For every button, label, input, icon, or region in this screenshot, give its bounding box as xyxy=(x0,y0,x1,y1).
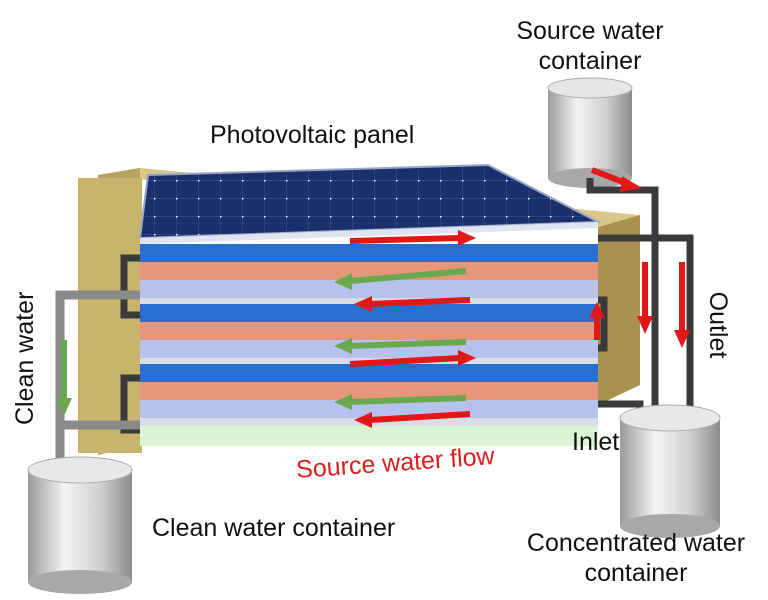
concentrated-label-line1: Concentrated water xyxy=(526,529,746,557)
clean-water-container-label: Clean water container xyxy=(152,514,396,542)
channel-lavender-2 xyxy=(140,340,598,358)
concentrated-water-container-label: Concentrated water container xyxy=(508,528,764,588)
photovoltaic-panel-label: Photovoltaic panel xyxy=(210,121,415,149)
channel-lavender-1 xyxy=(140,280,598,298)
membrane-2 xyxy=(140,322,598,340)
membrane-3 xyxy=(140,382,598,400)
clean-water-label: Clean water xyxy=(11,291,39,425)
layer-stack xyxy=(140,222,598,446)
outlet-label: Outlet xyxy=(704,291,732,359)
channel-blue-2 xyxy=(140,304,598,322)
pipes xyxy=(55,178,694,470)
inlet-label: Inlet xyxy=(572,428,620,456)
source-container-label-line1: Source water xyxy=(516,17,664,45)
source-water-container xyxy=(547,77,633,188)
concentrated-water-container xyxy=(619,404,721,538)
flow-arrows xyxy=(56,167,690,428)
bottom-clean-layer xyxy=(140,426,598,446)
channel-lavender-3 xyxy=(140,400,598,418)
source-water-container-label: Source water container xyxy=(495,16,685,76)
channel-blue-3 xyxy=(140,364,598,382)
membrane-1 xyxy=(140,262,598,280)
source-container-label-line2: container xyxy=(538,47,642,75)
clean-water-container xyxy=(27,456,133,594)
channel-blue-1 xyxy=(140,244,598,262)
concentrated-label-line2: container xyxy=(584,559,688,587)
